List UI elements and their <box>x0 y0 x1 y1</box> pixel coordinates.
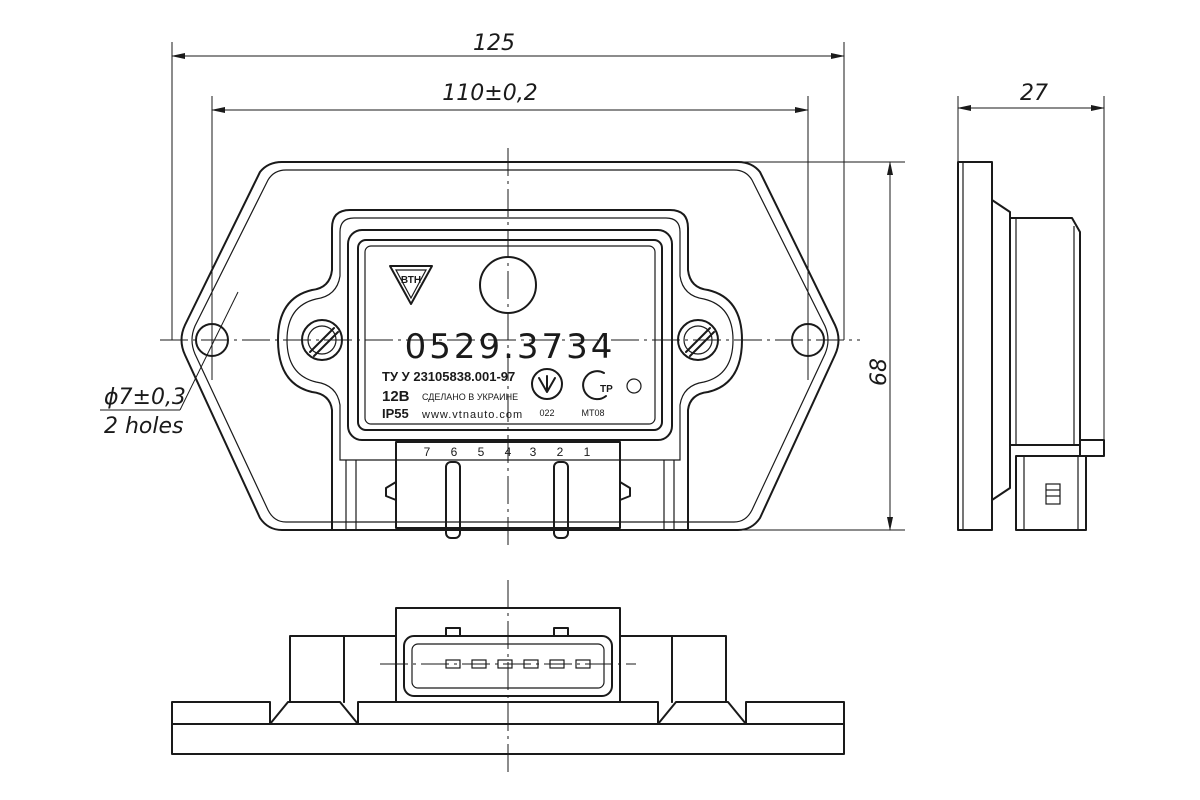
tr-cert-icon: ТР МТ08 <box>581 370 613 418</box>
pin-label: 7 <box>424 445 431 459</box>
bottom-view <box>171 580 845 772</box>
cert-code-1: 022 <box>539 408 554 418</box>
module-body <box>277 209 743 531</box>
brand-logo-text: ВТН <box>401 275 421 286</box>
dim-depth: 27 <box>1020 81 1048 106</box>
connector-front: 7 6 5 4 3 2 1 <box>345 441 675 539</box>
latch-right <box>553 461 569 539</box>
flange-plate-inner <box>191 169 829 523</box>
hole-leader <box>179 291 239 411</box>
pin-label: 5 <box>478 445 485 459</box>
side-view <box>957 161 1105 531</box>
ip-rating-text: IP55 <box>382 406 409 421</box>
dim-hole-spacing: 110±0,2 <box>442 81 537 106</box>
front-view: ВТН 0529.3734 ТУ У 23105838.001-97 12В С… <box>160 148 860 548</box>
latch-left <box>445 461 461 539</box>
side-connector <box>1015 455 1087 531</box>
ukraine-cert-icon: 022 <box>531 368 563 418</box>
brand-logo: ВТН <box>389 265 433 305</box>
side-flange <box>957 161 993 531</box>
website-text: www.vtnauto.com <box>421 409 523 421</box>
pin-label: 3 <box>530 445 537 459</box>
spec-text: ТУ У 23105838.001-97 <box>382 369 515 384</box>
label-frame <box>357 239 663 431</box>
side-pin-window <box>1045 483 1061 505</box>
voltage-text: 12В <box>382 388 410 405</box>
pin-label: 6 <box>451 445 458 459</box>
module-body-inner <box>286 217 734 461</box>
dim-hole-count: 2 holes <box>104 414 184 439</box>
cert-code-2: МТ08 <box>581 408 604 418</box>
made-in-text: СДЕЛАНО В УКРАИНЕ <box>422 392 518 402</box>
dim-overall-width: 125 <box>473 31 515 56</box>
dimensions: 125 110±0,2 68 27 ϕ7±0,3 2 holes <box>100 31 1105 531</box>
label-frame-inner <box>364 245 656 425</box>
dim-height: 68 <box>867 358 892 386</box>
foot-left <box>269 701 359 725</box>
pin-label: 1 <box>584 445 591 459</box>
label-frame-outer <box>347 229 673 441</box>
side-latch <box>1079 439 1105 457</box>
side-body-step <box>991 199 1011 501</box>
small-circle-mark <box>626 378 642 394</box>
ear-right <box>671 635 727 703</box>
foot-right <box>657 701 747 725</box>
part-number: 0529.3734 <box>405 327 616 367</box>
tr-cert-text: ТР <box>600 384 613 395</box>
ear-left <box>289 635 345 703</box>
pin-label: 2 <box>557 445 564 459</box>
dim-hole-diameter: ϕ7±0,3 <box>104 385 186 410</box>
side-body <box>1009 217 1081 446</box>
